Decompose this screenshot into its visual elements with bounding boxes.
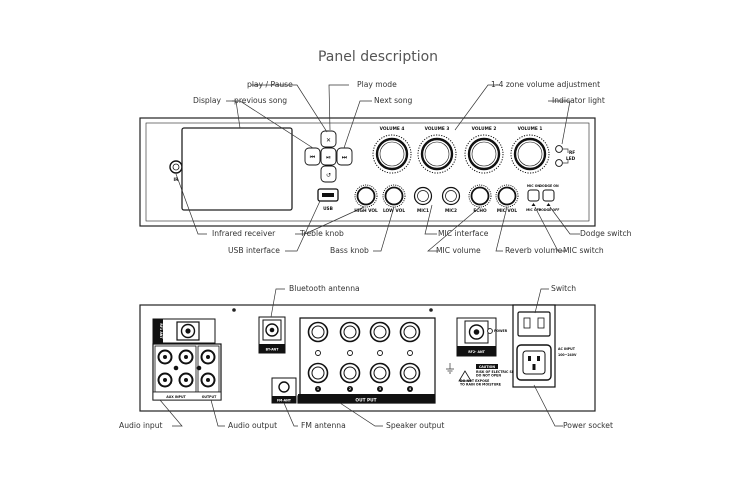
indicator-lights <box>555 145 569 167</box>
rf1-antenna-jack <box>152 318 216 344</box>
ac-input-label: AC INPUT <box>558 347 576 351</box>
mic2-label: MIC2 <box>445 208 457 214</box>
transport-buttons: ⏮ ⏯ ⏭ ✕ ↺ <box>304 130 353 183</box>
small-knobs <box>354 184 519 208</box>
channel-4-label: 4 <box>409 387 412 391</box>
previous-icon: ⏮ <box>310 154 316 161</box>
callout-mic-volume: MIC volume <box>436 246 481 255</box>
callout-audio-output: Audio output <box>228 421 277 430</box>
caution-title: CAUTION <box>479 365 495 369</box>
power-switch-socket-block <box>512 304 556 388</box>
dodge-off-label: DODGE OFF <box>539 208 560 212</box>
channel-3-label: 3 <box>379 387 381 391</box>
callout-zone-volume: 1-4 zone volume adjustment <box>491 80 600 89</box>
power-label: POWER <box>494 329 508 333</box>
bt-ant-label: BT-ANT <box>266 348 280 352</box>
rf2-antenna-jack <box>456 317 497 357</box>
callout-play-pause: play / Pause <box>247 80 293 89</box>
callout-switch: Switch <box>551 284 576 293</box>
dodge-on-label: DODGE ON <box>539 184 559 188</box>
next-icon: ⏭ <box>342 154 348 161</box>
stop-icon: ✕ <box>326 137 331 144</box>
bt-antenna-jack <box>258 316 286 354</box>
ac-voltage-label: 100~240V <box>558 353 577 357</box>
callout-fm-antenna: FM antenna <box>301 421 346 430</box>
callout-play-mode: Play mode <box>357 80 397 89</box>
mic-dodge-switches <box>527 189 555 206</box>
caution-label <box>458 364 498 382</box>
callout-dodge-switch: Dodge switch <box>580 229 632 238</box>
callout-bluetooth-antenna: Bluetooth antenna <box>289 284 360 293</box>
callout-mic-switch: MIC switch <box>563 246 604 255</box>
volume-3-label: VOLUME 3 <box>425 126 450 132</box>
rf2-ant-label: RF2- ANT <box>468 350 485 354</box>
caution-line-1: RISK OF ELECTRIC SHOCK <box>476 370 523 374</box>
ir-receiver <box>169 160 183 174</box>
front-leader-lines <box>175 84 580 252</box>
rear-leader-lines <box>159 288 563 427</box>
volume-knobs: VOLUME 4 VOLUME 3 VOLUME 2 VOLUME 1 <box>372 126 550 174</box>
play-pause-icon: ⏯ <box>326 154 331 161</box>
fm-antenna-jack <box>271 377 297 404</box>
caution-line-2: DO NOT OPEN <box>476 374 501 378</box>
repeat-icon: ↺ <box>326 172 331 179</box>
callout-treble-knob: Treble knob <box>299 229 344 238</box>
mic-off-label: MIC OFF <box>526 208 541 212</box>
callout-bass-knob: Bass knob <box>330 246 369 255</box>
display-screen <box>181 127 293 211</box>
caution-line-4: TO RAIN OR MOISTURE <box>460 383 501 387</box>
volume-4-label: VOLUME 4 <box>380 126 405 132</box>
usb-label: USB <box>323 206 333 212</box>
callout-infrared-receiver: Infrared receiver <box>212 229 276 238</box>
warning-triangle-icon <box>458 370 472 382</box>
caution-line-3: DO NOT EXPOSE <box>460 379 489 383</box>
echo-label: ECHO <box>473 208 487 214</box>
mic1-label: MIC1 <box>417 208 429 214</box>
aux-io-block <box>152 343 222 401</box>
power-indicator <box>487 328 493 334</box>
rf-label: RF <box>569 150 575 156</box>
callout-power-socket: Power socket <box>563 421 613 430</box>
callout-mic-interface: MIC interface <box>438 229 489 238</box>
mic-vol-label: MIC VOL <box>497 208 517 214</box>
mic-on-label: MIC ON <box>527 184 541 188</box>
ir-label: IR <box>174 177 180 183</box>
rf1-ant-label: RF1 ANT <box>159 323 163 339</box>
callout-next-song: Next song <box>374 96 413 105</box>
callout-audio-input: Audio input <box>119 421 163 430</box>
volume-2-label: VOLUME 2 <box>472 126 497 132</box>
callout-usb-interface: USB interface <box>228 246 280 255</box>
channel-2-label: 2 <box>349 387 351 391</box>
callout-indicator-light: Indicator light <box>552 96 605 105</box>
led-label: LED <box>566 156 576 162</box>
fm-ant-label: FM-ANT <box>277 399 292 403</box>
callout-speaker-output: Speaker output <box>386 421 444 430</box>
diagram-title: Panel description <box>318 49 438 65</box>
ground-icon <box>446 363 454 374</box>
low-vol-label: LOW VOL <box>383 208 405 214</box>
volume-1-label: VOLUME 1 <box>518 126 543 132</box>
speaker-output-block <box>297 317 436 404</box>
callout-previous-song: previous song <box>234 96 287 105</box>
callout-reverb-volume: Reverb volume <box>505 246 563 255</box>
out-put-label: OUT PUT <box>355 398 376 404</box>
aux-input-label: AUX INPUT <box>166 395 186 399</box>
callout-display: Display <box>193 96 221 105</box>
channel-1-label: 1 <box>317 387 319 391</box>
output-label: OUTPUT <box>202 395 217 399</box>
high-vol-label: HIGH VOL <box>354 208 378 214</box>
